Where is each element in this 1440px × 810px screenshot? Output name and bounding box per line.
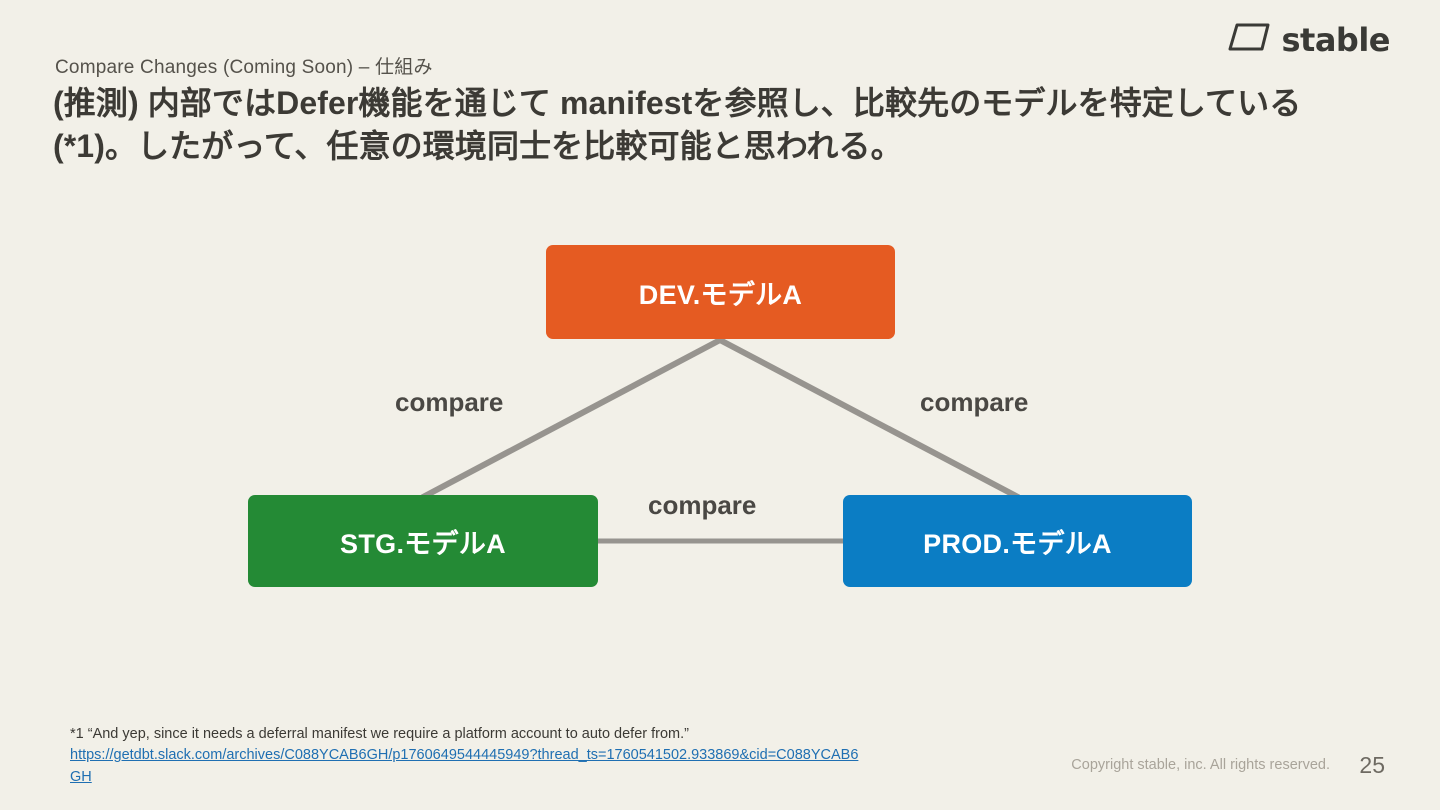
footnote: *1 “And yep, since it needs a deferral m… xyxy=(70,724,860,788)
edge-label-dev-prod: compare xyxy=(920,387,1029,417)
footnote-text: *1 “And yep, since it needs a deferral m… xyxy=(70,726,689,742)
slide-kicker: Compare Changes (Coming Soon) – 仕組み xyxy=(55,57,433,78)
slide-headline: (推測) 内部ではDefer機能を通じて manifestを参照し、比較先のモデ… xyxy=(53,85,1302,164)
trapezoid-icon xyxy=(1227,22,1271,57)
brand-logo: stable xyxy=(1227,22,1390,57)
footnote-link[interactable]: https://getdbt.slack.com/archives/C088YC… xyxy=(70,747,859,785)
page-number: 25 xyxy=(1359,752,1385,778)
copyright-notice: Copyright stable, inc. All rights reserv… xyxy=(1071,757,1330,773)
node-prod-label: PROD.モデルA xyxy=(923,528,1112,559)
edge-label-stg-prod: compare xyxy=(648,490,757,520)
node-dev-label: DEV.モデルA xyxy=(638,279,803,310)
node-stg-label: STG.モデルA xyxy=(340,528,506,559)
node-prod[interactable]: PROD.モデルA xyxy=(843,495,1192,587)
node-stg[interactable]: STG.モデルA xyxy=(248,495,598,587)
edge-label-dev-stg: compare xyxy=(395,387,504,417)
brand-wordmark: stable xyxy=(1281,20,1390,59)
node-dev[interactable]: DEV.モデルA xyxy=(546,245,895,339)
